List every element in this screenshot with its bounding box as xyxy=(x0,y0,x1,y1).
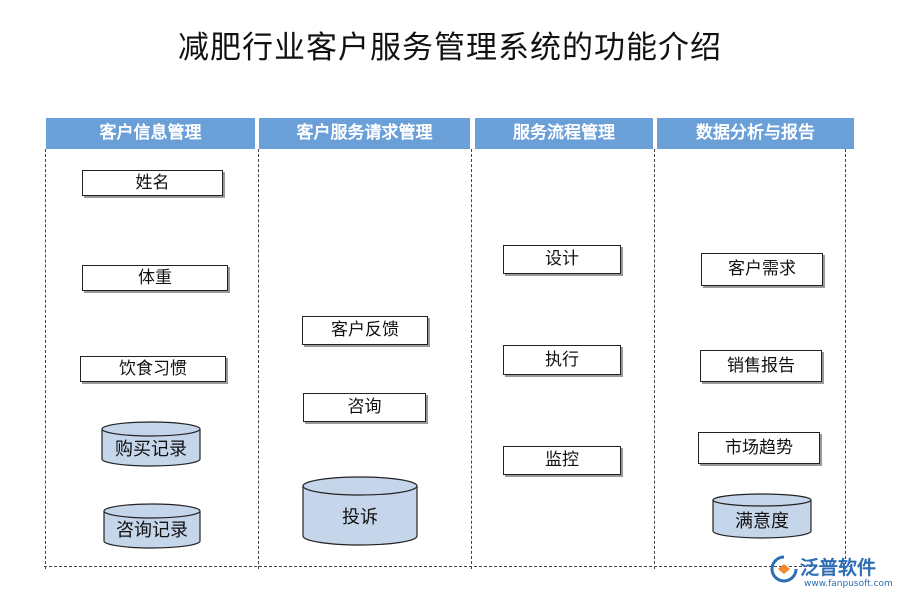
column-divider xyxy=(258,149,259,569)
item-box-execution: 执行 xyxy=(503,345,621,375)
column-divider xyxy=(471,149,472,569)
item-box-monitoring: 监控 xyxy=(503,446,621,475)
cylinder-label: 投诉 xyxy=(342,507,378,528)
column-header-data-analysis: 数据分析与报告 xyxy=(657,118,854,149)
brand-logo-icon xyxy=(770,555,798,583)
column-divider xyxy=(654,149,655,569)
cylinder-shape xyxy=(101,421,201,467)
item-box-customer-needs: 客户需求 xyxy=(701,253,823,286)
item-box-consultation: 咨询 xyxy=(303,393,426,422)
diagram-title: 减肥行业客户服务管理系统的功能介绍 xyxy=(178,30,722,66)
item-box-name: 姓名 xyxy=(82,170,223,196)
cylinder-label: 购买记录 xyxy=(115,439,187,460)
item-box-market-trends: 市场趋势 xyxy=(698,432,820,464)
bottom-divider xyxy=(44,566,852,567)
cylinder-shape xyxy=(712,493,812,539)
cylinder-label: 咨询记录 xyxy=(116,520,188,541)
cylinder-complaints: 投诉 xyxy=(302,476,418,546)
cylinder-consultation-records: 咨询记录 xyxy=(103,503,201,549)
cylinder-satisfaction: 满意度 xyxy=(712,493,812,539)
brand-name: 泛普软件 xyxy=(800,557,877,579)
cylinder-purchase-records: 购买记录 xyxy=(101,421,201,467)
item-box-sales-report: 销售报告 xyxy=(700,350,822,382)
cylinder-shape xyxy=(302,476,418,546)
column-header-service-requests: 客户服务请求管理 xyxy=(259,118,470,149)
item-box-diet-habits: 饮食习惯 xyxy=(80,356,226,382)
item-box-customer-feedback: 客户反馈 xyxy=(302,316,428,345)
cylinder-shape xyxy=(103,503,201,549)
brand-url: www.fanpusoft.com xyxy=(804,579,893,589)
column-divider xyxy=(45,149,46,569)
brand-logo: 泛普软件 www.fanpusoft.com xyxy=(770,553,895,597)
column-header-customer-info: 客户信息管理 xyxy=(46,118,255,149)
column-divider xyxy=(845,149,846,569)
item-box-weight: 体重 xyxy=(82,265,228,291)
cylinder-label: 满意度 xyxy=(735,511,789,532)
column-header-service-process: 服务流程管理 xyxy=(475,118,653,149)
item-box-design: 设计 xyxy=(503,245,621,274)
